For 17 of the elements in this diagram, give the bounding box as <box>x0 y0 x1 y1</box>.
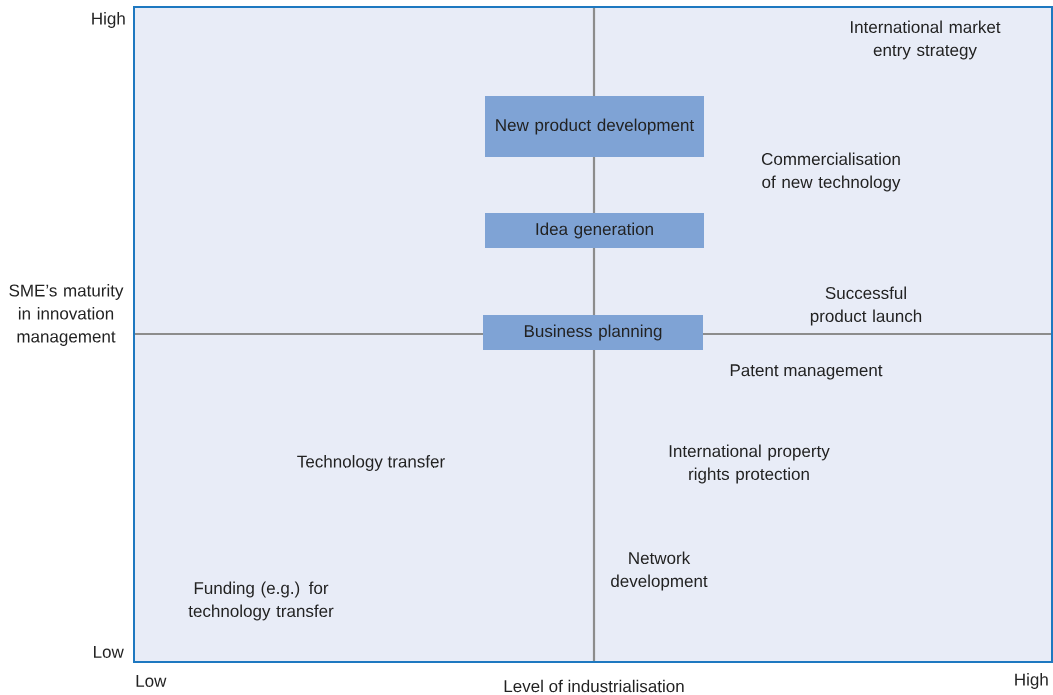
axis-tick-label: High <box>92 12 125 28</box>
quadrant-text: Network development <box>611 551 708 591</box>
quadrant-text: Commercialisation of new technology <box>761 152 901 192</box>
activity-box: New product development <box>485 96 704 157</box>
quadrant-text: Technology transfer <box>297 455 445 471</box>
axis-tick-label: High <box>1015 673 1048 689</box>
axis-title: SME’s maturity in innovation management <box>9 284 124 346</box>
activity-box: Business planning <box>483 315 703 350</box>
quadrant-text: Patent management <box>730 364 883 380</box>
quadrant-text: International market entry strategy <box>851 20 1001 60</box>
axis-tick-label: Low <box>136 675 167 687</box>
quadrant-text: Successful product launch <box>810 286 922 326</box>
quadrant-text: Funding (e.g.) for technology transfer <box>188 581 334 621</box>
axis-title: Level of industrialisation <box>504 679 684 693</box>
quadrant-text: International property rights protection <box>669 444 830 484</box>
activity-box: Idea generation <box>485 213 704 248</box>
axis-tick-label: Low <box>94 646 124 658</box>
